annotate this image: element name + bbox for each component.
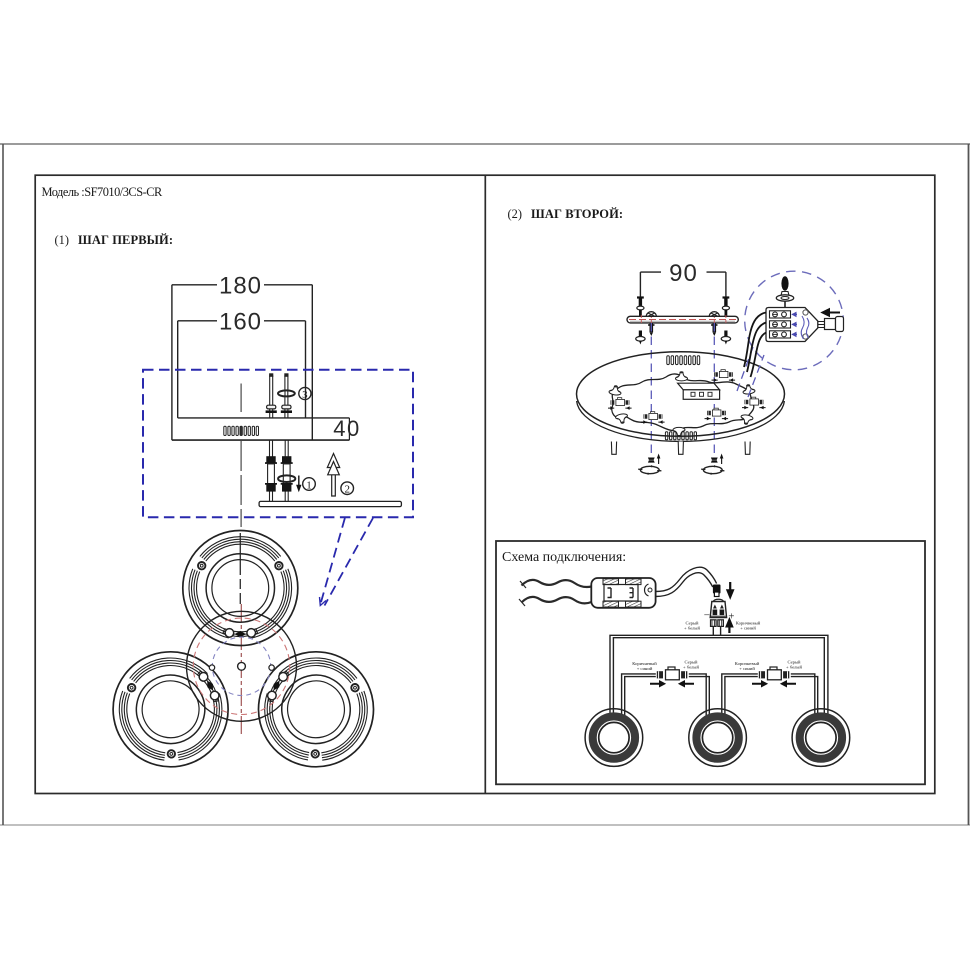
svg-text:1: 1: [306, 479, 312, 491]
svg-text:Серый: Серый: [685, 621, 699, 626]
svg-text:Коричневый: Коричневый: [735, 661, 760, 666]
svg-text:+ белый: + белый: [683, 665, 699, 670]
svg-text:Коричневый: Коричневый: [632, 661, 657, 666]
svg-text:+ синий: + синий: [739, 666, 755, 671]
svg-text:ШАГ ВТОРОЙ:: ШАГ ВТОРОЙ:: [531, 207, 623, 221]
svg-text:Серый: Серый: [787, 660, 801, 665]
svg-text:90: 90: [669, 260, 698, 287]
svg-text:(1): (1): [55, 233, 69, 247]
svg-text:2: 2: [344, 484, 350, 496]
svg-text:3: 3: [302, 389, 308, 401]
svg-text:Серый: Серый: [684, 660, 698, 665]
svg-text:40: 40: [333, 416, 360, 441]
svg-text:+ белый: + белый: [684, 626, 700, 631]
svg-text:ШАГ ПЕРВЫЙ:: ШАГ ПЕРВЫЙ:: [78, 233, 173, 247]
svg-text:+: +: [728, 611, 734, 623]
svg-text:+ белый: + белый: [786, 665, 802, 670]
svg-text:+ синий: + синий: [740, 626, 756, 631]
svg-text:Модель :SF7010/3CS-CR: Модель :SF7010/3CS-CR: [42, 185, 163, 199]
svg-text:−: −: [704, 610, 710, 622]
svg-text:Коричневый: Коричневый: [736, 621, 761, 626]
svg-text:(2): (2): [508, 207, 522, 221]
svg-text:Схема подключения:: Схема подключения:: [502, 550, 626, 565]
svg-text:160: 160: [219, 309, 262, 336]
svg-text:+ синий: + синий: [637, 666, 653, 671]
svg-text:180: 180: [219, 273, 262, 300]
